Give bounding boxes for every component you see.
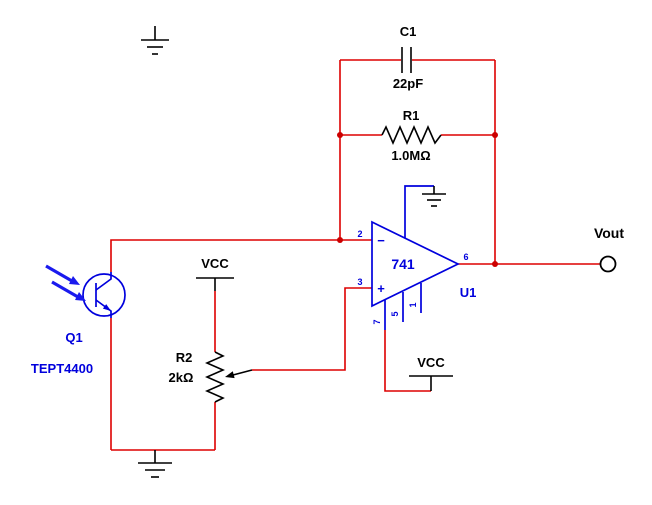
ground-opamp[interactable] — [422, 186, 446, 207]
resistor-zigzag — [381, 125, 442, 145]
wiper-arrow-shaft — [232, 369, 253, 376]
wire-opamp-vcc[interactable] — [384, 330, 431, 392]
vout-label: Vout — [594, 225, 624, 241]
wire-wiper-to-noninverting-input[interactable] — [252, 287, 372, 371]
pin-1-label: 1 — [408, 302, 418, 307]
pin-5-label: 5 — [390, 311, 400, 316]
q1-part-label: TEPT4400 — [31, 361, 93, 376]
vcc-source-opamp[interactable]: VCC — [409, 355, 453, 391]
output-terminal-circle — [599, 255, 617, 273]
opamp-ref-label: U1 — [460, 285, 477, 300]
vcc-source-left[interactable]: VCC — [196, 256, 234, 291]
r1-ref-label: R1 — [403, 108, 420, 123]
vcc-left-label: VCC — [201, 256, 229, 271]
resistor-r1[interactable]: R1 1.0MΩ — [381, 108, 442, 163]
transistor-circle — [82, 273, 126, 317]
emitter-arrowhead — [102, 304, 111, 311]
pin-2-label: 2 — [357, 229, 362, 239]
vout-terminal[interactable]: Vout — [594, 225, 624, 273]
ground-top-left[interactable] — [141, 26, 169, 55]
q1-ref-label: Q1 — [65, 330, 82, 345]
junction-dot — [337, 237, 343, 243]
pin-7-label: 7 — [372, 319, 382, 324]
wiper-arrowhead — [225, 371, 235, 379]
r2-ref-label: R2 — [176, 350, 193, 365]
opamp-u1[interactable]: − + 741 U1 2 3 6 7 5 1 — [357, 185, 477, 330]
r2-value-label: 2kΩ — [169, 370, 194, 385]
wire-collector-to-inverting-input[interactable] — [110, 239, 372, 272]
opamp-triangle — [371, 220, 460, 308]
light-arrows — [45, 264, 86, 301]
c1-value-label: 22pF — [393, 76, 423, 91]
junction-dot — [492, 261, 498, 267]
light-arrowhead-1 — [69, 276, 80, 285]
phototransistor-q1[interactable]: Q1 TEPT4400 — [31, 264, 126, 376]
ground-bottom[interactable] — [138, 450, 172, 478]
c1-ref-label: C1 — [400, 24, 417, 39]
pin-3-label: 3 — [357, 277, 362, 287]
junction-dot — [492, 132, 498, 138]
capacitor-c1[interactable]: C1 22pF — [393, 24, 423, 91]
inverting-input-sign: − — [377, 233, 385, 248]
opamp-part-label: 741 — [391, 256, 415, 272]
junction-dot — [337, 132, 343, 138]
wires — [110, 59, 600, 451]
resistor-zigzag — [205, 351, 225, 403]
light-arrowhead-2 — [75, 292, 86, 301]
noninverting-input-sign: + — [377, 281, 385, 296]
light-arrow-1 — [45, 264, 73, 283]
opamp-top-pin — [404, 185, 434, 238]
r1-value-label: 1.0MΩ — [391, 148, 430, 163]
light-arrow-2 — [51, 280, 79, 299]
transistor-collector — [95, 272, 112, 291]
vcc-opamp-label: VCC — [417, 355, 445, 370]
junction-dots — [337, 132, 498, 267]
pin-6-label: 6 — [463, 252, 468, 262]
potentiometer-r2[interactable]: R2 2kΩ — [169, 350, 253, 403]
